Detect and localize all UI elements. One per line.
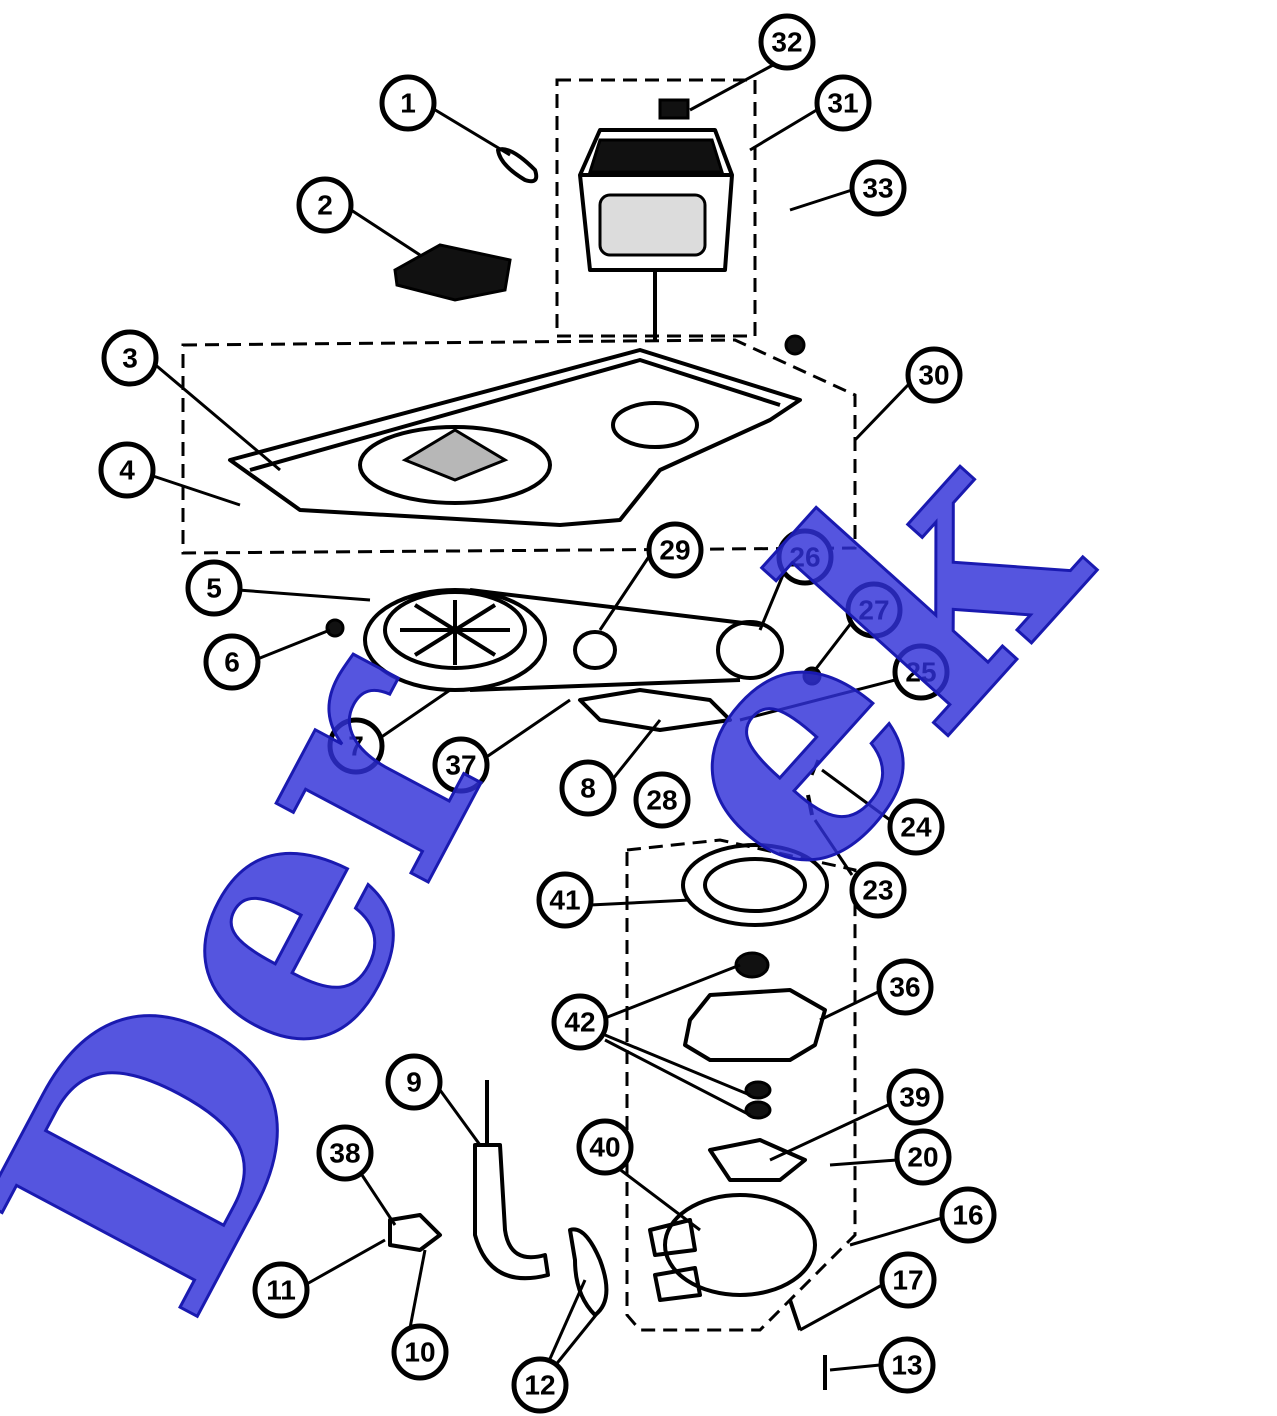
callout-16-label: 16 bbox=[952, 1200, 983, 1231]
hose-clamps bbox=[388, 1080, 827, 1390]
callout-13: 13 bbox=[878, 1336, 936, 1394]
callout-1-label: 1 bbox=[400, 88, 416, 119]
callout-26: 26 bbox=[776, 528, 834, 586]
callout-39: 39 bbox=[886, 1068, 944, 1126]
callout-17: 17 bbox=[879, 1251, 937, 1309]
linkage-parts bbox=[578, 688, 820, 816]
callout-7: 7 bbox=[327, 717, 385, 775]
callout-31-label: 31 bbox=[827, 88, 858, 119]
callout-3: 3 bbox=[101, 329, 159, 387]
callout-37: 37 bbox=[432, 736, 490, 794]
callout-7-label: 7 bbox=[348, 731, 364, 762]
callout-10-label: 10 bbox=[404, 1337, 435, 1368]
callout-42-label: 42 bbox=[564, 1007, 595, 1038]
callout-1: 1 bbox=[379, 74, 437, 132]
motor-assembly bbox=[555, 78, 757, 340]
watermark-text-1: Der bbox=[0, 587, 577, 1367]
callout-5: 5 bbox=[185, 559, 243, 617]
callout-37-label: 37 bbox=[445, 750, 476, 781]
callout-27: 27 bbox=[845, 581, 903, 639]
callout-29-label: 29 bbox=[659, 535, 690, 566]
callout-40-label: 40 bbox=[589, 1132, 620, 1163]
callout-8-label: 8 bbox=[580, 773, 596, 804]
part-1-clip bbox=[496, 147, 539, 184]
callout-9-label: 9 bbox=[406, 1067, 422, 1098]
leader-lines bbox=[149, 43, 943, 1373]
callout-33-label: 33 bbox=[862, 173, 893, 204]
callout-4: 4 bbox=[98, 441, 156, 499]
callout-2-label: 2 bbox=[317, 190, 333, 221]
callout-20: 20 bbox=[894, 1128, 952, 1186]
callout-41-label: 41 bbox=[549, 885, 580, 916]
callout-32: 32 bbox=[758, 13, 816, 71]
callout-11: 11 bbox=[252, 1261, 310, 1319]
callout-12-label: 12 bbox=[524, 1370, 555, 1401]
callout-10: 10 bbox=[391, 1323, 449, 1381]
callout-23-label: 23 bbox=[862, 875, 893, 906]
callout-9: 9 bbox=[385, 1053, 443, 1111]
callout-41: 41 bbox=[536, 871, 594, 929]
callout-23: 23 bbox=[849, 861, 907, 919]
pulley-belt-assembly bbox=[325, 588, 822, 692]
callout-12: 12 bbox=[511, 1356, 569, 1414]
callout-6-label: 6 bbox=[224, 647, 240, 678]
callout-36-label: 36 bbox=[889, 972, 920, 1003]
callout-33: 33 bbox=[849, 159, 907, 217]
callout-24-label: 24 bbox=[900, 812, 932, 843]
callout-24: 24 bbox=[887, 798, 945, 856]
callout-6: 6 bbox=[203, 633, 261, 691]
callout-17-label: 17 bbox=[892, 1265, 923, 1296]
callout-25: 25 bbox=[892, 643, 950, 701]
callout-32-label: 32 bbox=[771, 27, 802, 58]
callout-40: 40 bbox=[576, 1118, 634, 1176]
callout-28-label: 28 bbox=[646, 785, 677, 816]
pump-assembly bbox=[625, 838, 857, 1332]
callout-36: 36 bbox=[876, 958, 934, 1016]
callout-39-label: 39 bbox=[899, 1082, 930, 1113]
part-2-block bbox=[393, 243, 512, 302]
callout-30: 30 bbox=[905, 346, 963, 404]
callout-42: 42 bbox=[551, 993, 609, 1051]
callout-8: 8 bbox=[559, 759, 617, 817]
callout-20-label: 20 bbox=[907, 1142, 938, 1173]
callout-3-label: 3 bbox=[122, 343, 138, 374]
callout-29: 29 bbox=[646, 521, 704, 579]
callout-31: 31 bbox=[814, 74, 872, 132]
callout-28: 28 bbox=[633, 771, 691, 829]
callout-13-label: 13 bbox=[891, 1350, 922, 1381]
callout-4-label: 4 bbox=[119, 455, 135, 486]
callout-11-label: 11 bbox=[266, 1275, 296, 1306]
base-plate-assembly bbox=[181, 334, 857, 555]
watermark-text-2: ek bbox=[570, 360, 1158, 952]
callout-27-label: 27 bbox=[858, 595, 889, 626]
callout-25-label: 25 bbox=[905, 657, 936, 688]
callout-38: 38 bbox=[316, 1124, 374, 1182]
callout-16: 16 bbox=[939, 1186, 997, 1244]
callout-2: 2 bbox=[296, 176, 354, 234]
callout-38-label: 38 bbox=[329, 1138, 360, 1169]
callout-5-label: 5 bbox=[206, 573, 222, 604]
callout-26-label: 26 bbox=[789, 542, 820, 573]
callout-30-label: 30 bbox=[918, 360, 949, 391]
